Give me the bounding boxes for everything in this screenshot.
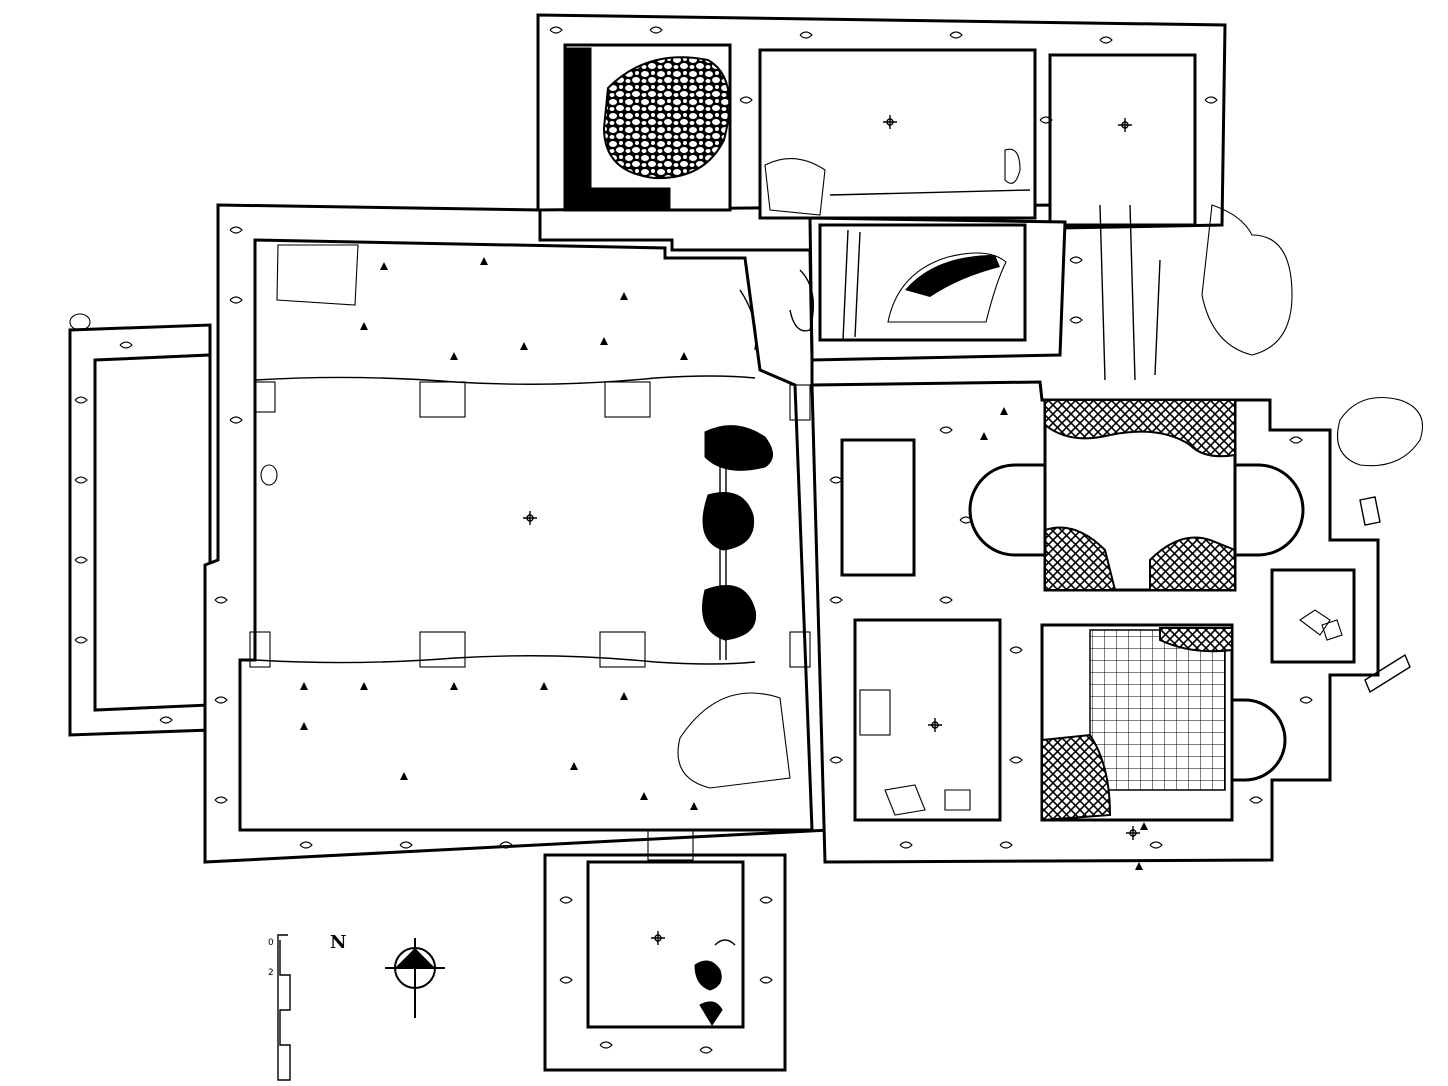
level-marker-icon [1126,826,1140,840]
scale-bar: 0 2 [268,934,291,1081]
level-marker-icon [1118,118,1132,132]
level-marker-icon [928,718,942,732]
scale-label-2: 2 [268,968,274,978]
rubble-scatter [214,26,1313,1054]
north-label: N [330,932,346,953]
level-markers [523,115,1140,945]
level-marker-icon [883,115,897,129]
north-chamber [808,216,1067,362]
north-annex [536,13,1227,230]
scale-label-0: 0 [268,938,274,948]
level-marker-icon [523,511,537,525]
east-sanctuary [810,204,1424,864]
level-marker-icon [651,931,665,945]
south-annex [543,829,787,1072]
nave-hall [203,203,832,864]
north-arrow-icon [385,938,445,1018]
west-porch [68,313,212,737]
